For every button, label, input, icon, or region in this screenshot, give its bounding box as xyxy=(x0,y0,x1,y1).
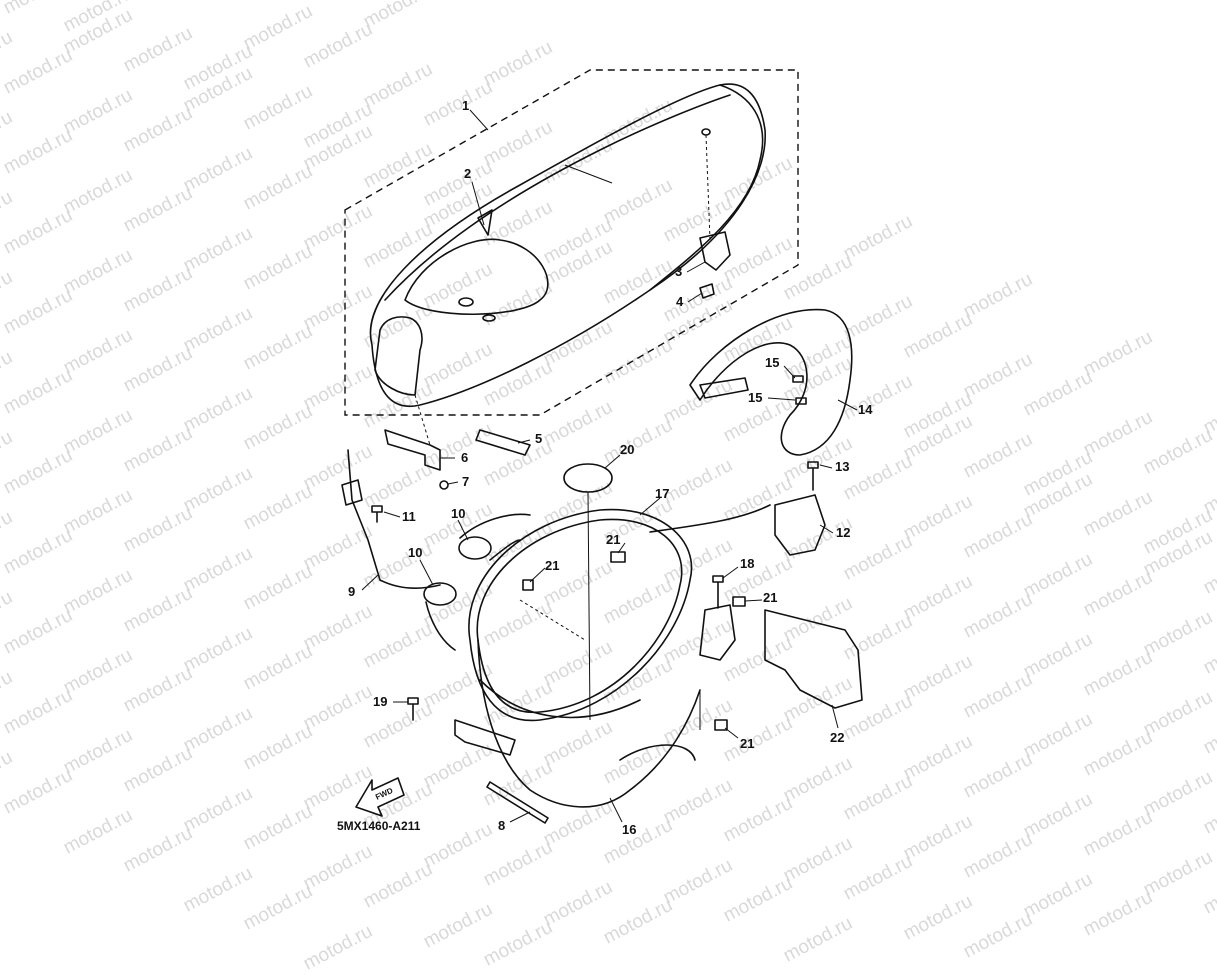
callout-5: 5 xyxy=(535,431,542,446)
box-hinge xyxy=(454,719,516,756)
fwd-arrow-icon: FWD xyxy=(355,777,405,817)
callout-16: 16 xyxy=(622,822,636,837)
callout-19: 19 xyxy=(373,694,387,709)
side-cover xyxy=(764,609,863,709)
callout-13: 13 xyxy=(835,459,849,474)
callout-1: 1 xyxy=(462,98,469,113)
seat-release-cable xyxy=(341,449,441,590)
bolt-19 xyxy=(407,697,419,721)
callout-21-box-left: 21 xyxy=(545,558,559,573)
callout-7: 7 xyxy=(462,474,469,489)
watermark-text: motod.ru xyxy=(960,908,1037,963)
callout-17: 17 xyxy=(655,486,669,501)
hinge-pin xyxy=(486,781,549,824)
callout-14: 14 xyxy=(858,402,873,417)
watermark-text: motod.ru xyxy=(300,920,377,975)
trunk-lid-cap xyxy=(563,463,613,493)
callout-9: 9 xyxy=(348,584,355,599)
diagram-code: 5MX1460-A211 xyxy=(337,819,421,833)
callout-11: 11 xyxy=(402,509,416,524)
callout-labels: 1 2 3 4 5 6 7 8 9 10 10 11 12 13 14 15 1… xyxy=(348,98,873,837)
hose-clamps xyxy=(423,513,531,651)
side-bracket xyxy=(699,575,736,730)
callout-21-bracket: 21 xyxy=(763,590,777,605)
seat-assembly-boundary xyxy=(344,69,799,416)
seat-hinge-bracket xyxy=(384,394,449,490)
callout-6: 6 xyxy=(461,450,468,465)
callout-10-lower: 10 xyxy=(408,545,422,560)
grab-rail xyxy=(689,308,853,456)
callout-15-upper: 15 xyxy=(765,355,779,370)
callout-10-upper: 10 xyxy=(451,506,465,521)
seat-strap xyxy=(475,429,531,456)
callout-20: 20 xyxy=(620,442,634,457)
storage-box xyxy=(468,491,701,808)
lock-cable xyxy=(649,504,771,533)
callout-12: 12 xyxy=(836,525,850,540)
leader-lines xyxy=(361,109,858,823)
callout-15-lower: 15 xyxy=(748,390,762,405)
callout-18: 18 xyxy=(740,556,754,571)
callout-8: 8 xyxy=(498,818,505,833)
callout-21-bottom: 21 xyxy=(740,736,754,751)
watermark-text: motod.ru xyxy=(480,916,557,971)
seat-lock-bracket xyxy=(699,134,731,299)
seat xyxy=(369,83,766,407)
seat-lock xyxy=(774,461,826,556)
clips xyxy=(522,551,746,731)
exploded-view: FWD xyxy=(337,69,873,837)
callout-21-box-top: 21 xyxy=(606,532,620,547)
callout-22: 22 xyxy=(830,730,844,745)
callout-4: 4 xyxy=(676,294,684,309)
callout-3: 3 xyxy=(675,264,682,279)
watermark-text: motod.ru xyxy=(780,912,857,967)
callout-2: 2 xyxy=(464,166,471,181)
